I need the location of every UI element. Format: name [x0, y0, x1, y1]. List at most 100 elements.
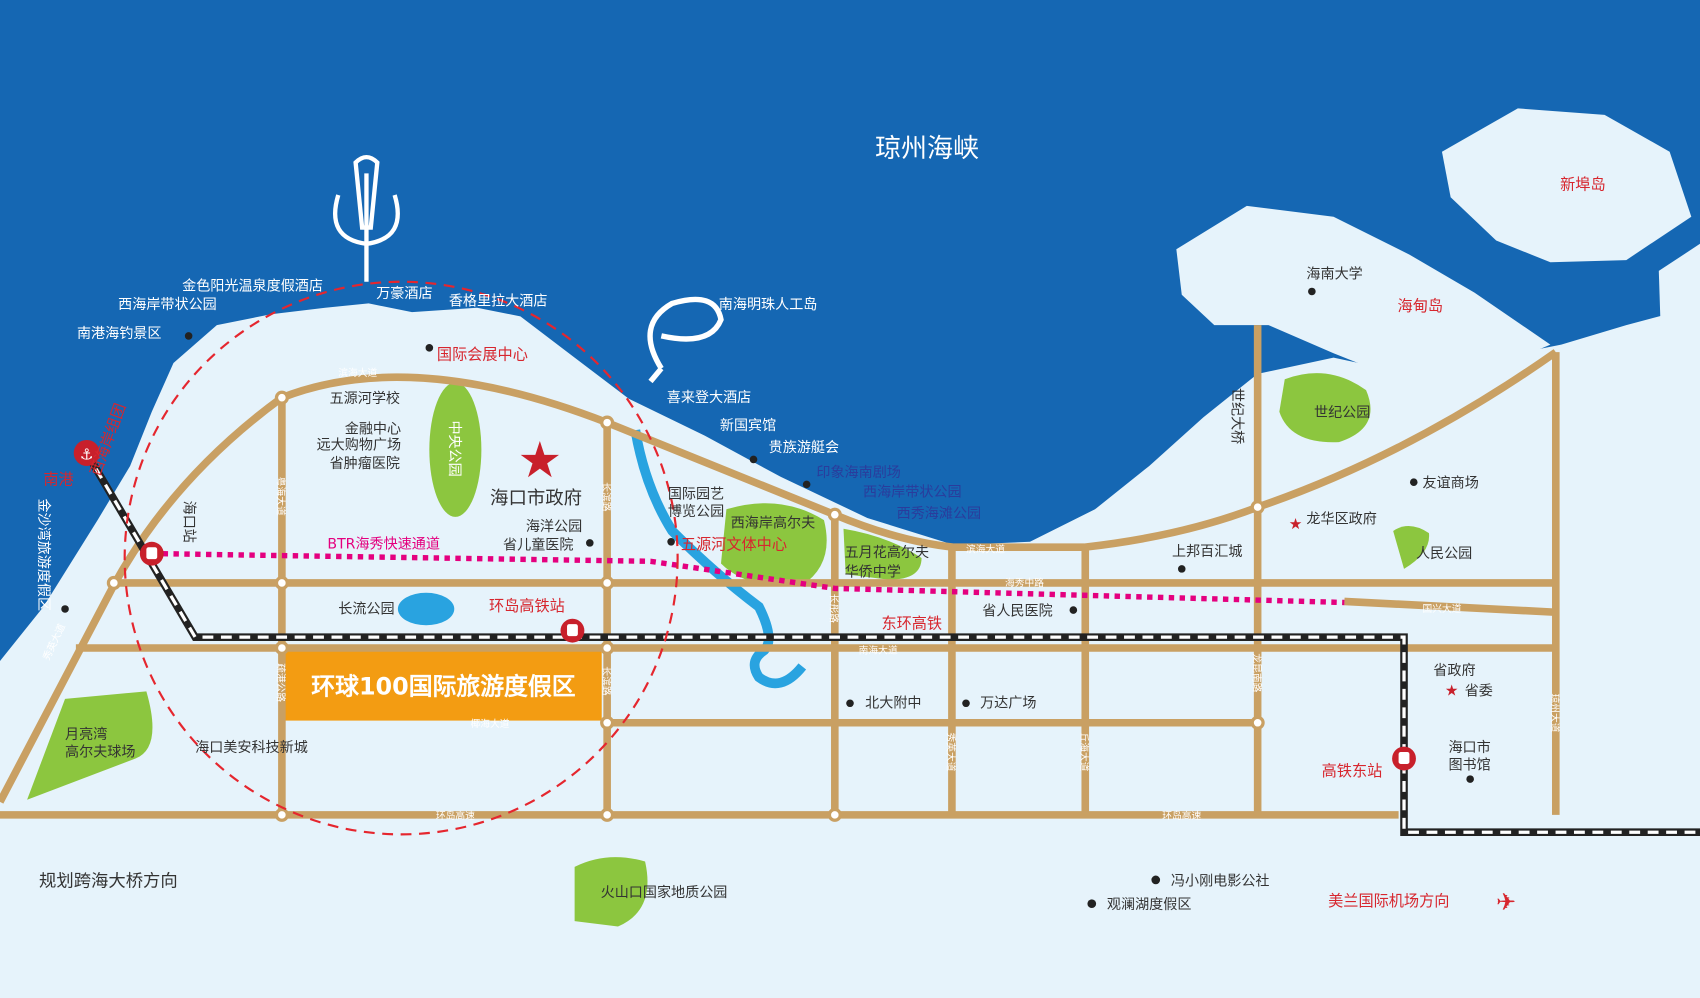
svg-text:环岛高速: 环岛高速 — [1162, 809, 1201, 822]
poi-label: 省委 — [1465, 684, 1493, 700]
star-icon: ★ — [1445, 682, 1459, 700]
mayflower-golf — [843, 528, 922, 580]
train-station-icon — [139, 541, 164, 566]
poi-label: 五源河文体中心 — [681, 535, 787, 553]
svg-text:粤海大道: 粤海大道 — [275, 477, 288, 516]
poi-label: 省政府 — [1433, 663, 1475, 679]
poi-label: 冯小刚电影公社 — [1171, 873, 1270, 889]
poi-label: 高铁东站 — [1322, 762, 1383, 780]
poi-label: 省人民医院 — [982, 603, 1052, 619]
road-nodes — [106, 390, 1265, 822]
tower-icon — [332, 154, 400, 282]
xihaian-golf — [720, 503, 827, 587]
poi-label: 月亮湾 — [65, 726, 107, 743]
poi-label: 海南大学 — [1306, 266, 1362, 282]
poi-label: 博览公园 — [668, 503, 724, 520]
poi-label: 新国宾馆 — [720, 418, 776, 434]
poi-label: 金色阳光温泉度假酒店 — [182, 277, 323, 294]
poi-label: 海口市 — [1448, 739, 1490, 756]
poi-label: 远大购物广场 — [317, 438, 402, 454]
century-park — [1279, 373, 1371, 443]
svg-text:疏港公路: 疏港公路 — [275, 663, 288, 702]
bridge-direction-label: 规划跨海大桥方向 — [39, 871, 178, 891]
roads — [0, 325, 1560, 819]
poi-label: 西秀海滩公园 — [897, 506, 982, 522]
svg-text:长滨路: 长滨路 — [600, 482, 613, 511]
poi-label: 香格里拉大酒店 — [449, 294, 548, 310]
poi-label: 图书馆 — [1448, 757, 1490, 773]
poi-label: 万达广场 — [980, 696, 1036, 712]
svg-text:秀英大道: 秀英大道 — [945, 733, 958, 772]
radius-circle — [123, 280, 679, 836]
svg-text:长滨路: 长滨路 — [600, 666, 613, 695]
moonbay-golf — [27, 691, 153, 800]
svg-text:椰海大道: 椰海大道 — [471, 717, 510, 730]
poi-label: 龙华区政府 — [1306, 511, 1376, 527]
poi-label: 海洋公园 — [526, 519, 582, 535]
airport-direction-label: 美兰国际机场方向 — [1328, 892, 1449, 910]
poi-label: 长流公园 — [338, 601, 394, 617]
poi-label: 万豪酒店 — [376, 286, 432, 302]
svg-text:南海大道: 南海大道 — [859, 643, 898, 656]
haikou-station-label: 海口站 — [180, 501, 196, 543]
nangang-label: 南港 — [43, 470, 73, 488]
poi-label: 华侨中学 — [845, 564, 901, 580]
train-station-icon — [560, 618, 585, 643]
airplane-icon: ✈ — [1496, 888, 1516, 916]
poi-label: 观澜湖度假区 — [1107, 897, 1192, 913]
nanhai-pearl-island — [647, 296, 724, 384]
poi-label: 友谊商场 — [1422, 476, 1478, 492]
svg-text:⚓: ⚓ — [80, 445, 94, 463]
people-park — [1393, 526, 1430, 569]
poi-dots — [61, 287, 1474, 909]
railway-dashes — [85, 452, 1700, 834]
poi-label: 喜来登大酒店 — [667, 390, 752, 406]
xinbu-island — [1441, 108, 1692, 263]
poi-label: 省肿瘤医院 — [330, 455, 400, 472]
star-icon: ★ — [518, 431, 563, 489]
poi-label: 西海岸带状公园 — [118, 297, 217, 313]
poi-label: 南海明珠人工岛 — [719, 297, 818, 313]
wuyuan-river — [630, 429, 807, 689]
central-park — [429, 382, 482, 517]
east-land — [1658, 243, 1700, 651]
poi-label: 东环高铁 — [881, 614, 942, 632]
highlight-zone — [285, 650, 602, 721]
central-park-label: 中央公园 — [446, 420, 462, 476]
svg-text:国兴大道: 国兴大道 — [1422, 602, 1461, 615]
train-station-icon — [1392, 746, 1416, 771]
svg-text:长彤路: 长彤路 — [827, 594, 840, 623]
svg-text:海秀中路: 海秀中路 — [1005, 576, 1044, 589]
jinsha-label: 金沙湾旅游度假区 — [35, 498, 52, 611]
svg-text:龙昆南路: 龙昆南路 — [1250, 653, 1263, 692]
poi-label: 北大附中 — [865, 696, 921, 712]
poi-label: 五月花高尔夫 — [845, 544, 930, 561]
poi-label: 南港海钓景区 — [77, 326, 162, 342]
volcano-park — [574, 857, 648, 927]
poi-label: 上邦百汇城 — [1172, 544, 1242, 560]
poi-label: 西海岸高尔夫 — [731, 515, 816, 532]
svg-text:滨海大道: 滨海大道 — [338, 366, 377, 379]
poi-label: 环岛高铁站 — [489, 597, 565, 615]
changliu-lake — [397, 592, 455, 626]
xinbu-island-label: 新埠岛 — [1560, 176, 1605, 194]
haidian-island — [1176, 205, 1551, 382]
svg-text:滨海大道: 滨海大道 — [966, 543, 1005, 556]
poi-label: 世纪大桥 — [1229, 388, 1245, 444]
poi-label: 五源河学校 — [330, 390, 400, 407]
poi-label: 金融中心 — [345, 421, 401, 437]
poi-label: 高尔夫球场 — [65, 743, 135, 760]
svg-text:琼州大道: 琼州大道 — [1548, 694, 1561, 733]
anchor-icon: ⚓ — [73, 439, 100, 466]
city-gov-label: 海口市政府 — [490, 488, 582, 509]
btr-label: BTR海秀快速通道 — [327, 536, 440, 552]
poi-label: 人民公园 — [1416, 546, 1472, 562]
poi-label: 火山口国家地质公园 — [601, 884, 728, 901]
highlight-zone-label: 环球100国际旅游度假区 — [311, 673, 575, 701]
poi-label: 国际园艺 — [668, 486, 724, 502]
poi-label: 贵族游艇会 — [769, 440, 839, 456]
poi-label: 海口美安科技新城 — [195, 740, 308, 756]
poi-label: 印象海南剧场 — [816, 465, 901, 481]
haidian-island-label: 海甸岛 — [1398, 297, 1443, 315]
